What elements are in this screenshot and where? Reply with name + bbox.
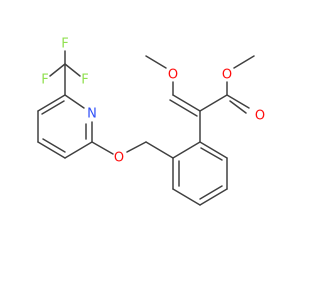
bond-py-c6-n: [64, 94, 85, 109]
atom-oxygen-ester: O: [222, 68, 232, 83]
atom-oxygen-carbonyl: O: [255, 109, 265, 124]
atom-fluorine-top: F: [61, 37, 68, 52]
atom-nitrogen-pyridine: N: [87, 107, 97, 122]
bond-cf3-f-left: [49, 63, 66, 77]
bond-py-c6-c5: [37, 94, 66, 112]
bond-bz-2-3-inner: [200, 147, 223, 161]
bond-alpha-vinyl-inner: [169, 99, 198, 117]
bond-bz-4-5: [199, 188, 228, 206]
bond-bz-2-3: [199, 141, 228, 159]
bond-cf3-f-right: [64, 63, 81, 77]
atom-oxygen-methoxy: O: [168, 68, 178, 83]
molecule-structure: F F F N O O O O: [37, 37, 265, 206]
bond-alpha-carbonyl: [199, 94, 228, 112]
atom-fluorine-left: F: [41, 73, 48, 88]
bond-o-ester-ch3: [233, 55, 255, 69]
atom-labels: F F F N O O O O: [41, 37, 265, 166]
bond-alpha-vinyl: [172, 94, 201, 112]
bond-py-c4-c3: [37, 141, 66, 159]
bond-carbonyl-o-inner: [229, 100, 247, 114]
bond-ch2-benzene: [145, 141, 174, 159]
atom-oxygen-ether: O: [114, 151, 124, 166]
bonds: [37, 50, 255, 206]
bond-py-c4-c3-inner: [42, 138, 66, 153]
bond-c2-o-ether: [91, 141, 114, 155]
bond-py-c6-c5-inner: [41, 100, 65, 115]
bond-py-c3-c2: [64, 141, 93, 159]
bond-o-methoxy-ch3: [145, 55, 167, 69]
bond-bz-4-5-inner: [199, 185, 223, 200]
atom-fluorine-right: F: [81, 73, 88, 88]
bond-bz-1-2: [172, 141, 201, 159]
bond-bz-5-6: [172, 188, 201, 206]
bond-carbonyl-o: [226, 94, 250, 109]
bond-o-ether-ch2: [126, 141, 147, 153]
